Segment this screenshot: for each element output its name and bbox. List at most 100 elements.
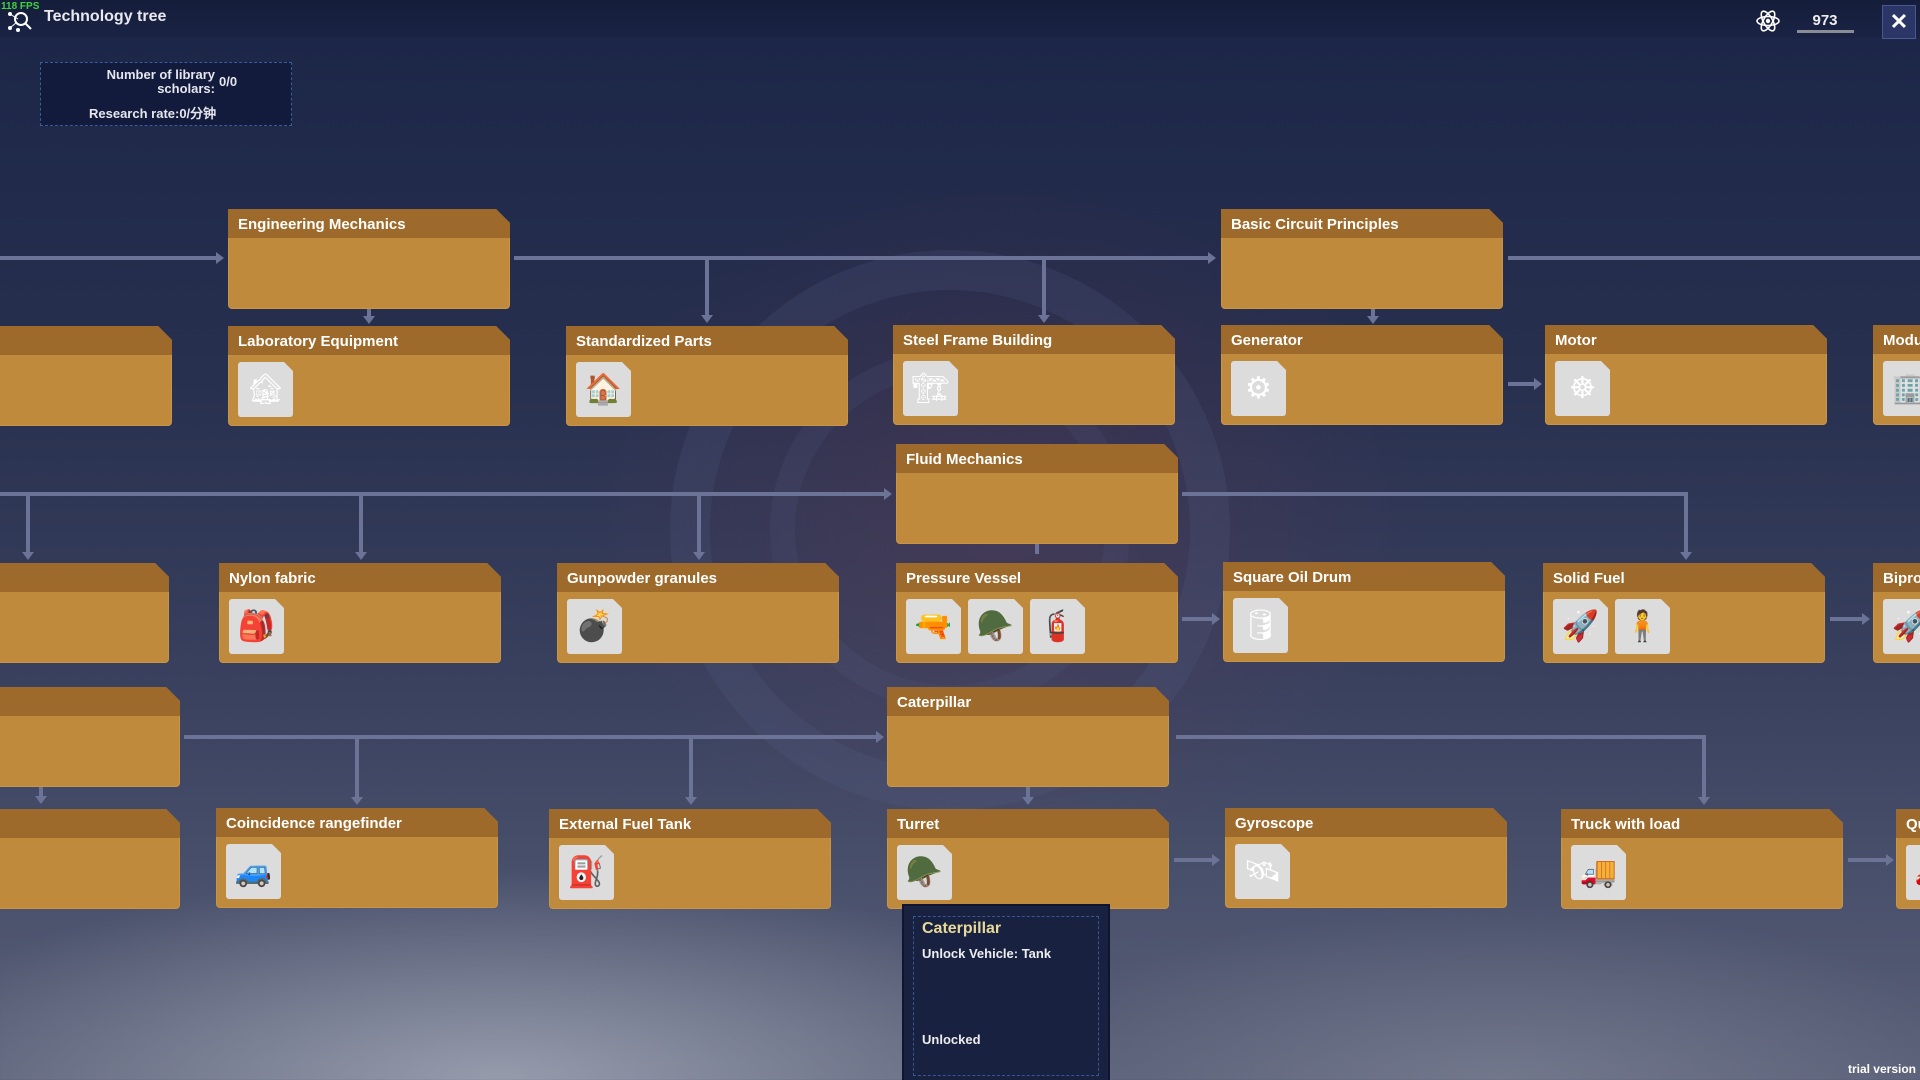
unlock-item-icon[interactable]: 🛰: [1235, 844, 1290, 899]
tech-node-header: [887, 809, 1169, 838]
tech-node-antibiotics[interactable]: tibiotics💉: [0, 563, 169, 663]
unlock-item-icon[interactable]: 🏗: [903, 361, 958, 416]
unlock-item-icon[interactable]: 🎒: [229, 599, 284, 654]
unlock-item-icon[interactable]: 🚙: [226, 844, 281, 899]
tech-node-name: Bipro: [1883, 570, 1920, 587]
unlock-item-icon[interactable]: 🏚: [238, 362, 293, 417]
unlock-item-icon[interactable]: 🧍: [1615, 599, 1670, 654]
connector-arrow: [1534, 378, 1542, 390]
connector: [1508, 382, 1534, 386]
tooltip-title: Caterpillar: [922, 920, 1002, 937]
unlock-item-icon[interactable]: ⚙: [1231, 361, 1286, 416]
tech-node-name: Nylon fabric: [229, 570, 316, 587]
connector-arrow: [1680, 552, 1692, 560]
tech-node-name: Square Oil Drum: [1233, 569, 1352, 586]
unlock-item-icon[interactable]: ⛽: [559, 845, 614, 900]
tech-node-left-row4-partial[interactable]: n: [0, 809, 180, 909]
tech-node-fluid-mechanics[interactable]: Fluid Mechanics: [896, 444, 1178, 544]
tech-node-bipro[interactable]: Bipro 🚀: [1873, 563, 1920, 663]
research-points: 973: [1812, 12, 1838, 29]
connector: [1182, 492, 1688, 496]
tech-node-name: Motor: [1555, 332, 1597, 349]
tech-node-gunpowder-granules[interactable]: Gunpowder granules💣: [557, 563, 839, 663]
tech-node-pressure-vessel[interactable]: Pressure Vessel 🔫🪖🧯: [896, 563, 1178, 663]
unlock-item-icon[interactable]: 🪖: [968, 599, 1023, 654]
tech-node-header: [0, 687, 180, 716]
tech-node-external-fuel-tank[interactable]: External Fuel Tank ⛽: [549, 809, 831, 909]
unlock-icons: 🚙: [226, 844, 281, 899]
connector: [697, 496, 701, 552]
tech-node-standardized-parts[interactable]: Standardized Parts 🏠: [566, 326, 848, 426]
tech-node-left-row3-partial[interactable]: [0, 687, 180, 787]
tech-node-name: External Fuel Tank: [559, 816, 692, 833]
connector-arrow: [701, 315, 713, 323]
tech-node-header: [228, 209, 510, 238]
unlock-item-icon[interactable]: 🚚: [1571, 845, 1626, 900]
connector: [1702, 735, 1706, 797]
tech-node-header: [896, 444, 1178, 473]
tech-node-header: [1223, 562, 1505, 591]
connector: [26, 496, 30, 552]
tech-node-header: [1545, 325, 1827, 354]
unlock-item-icon[interactable]: 🚀: [1553, 599, 1608, 654]
connector-arrow: [1886, 854, 1894, 866]
connector-arrow: [884, 488, 892, 500]
tech-node-generator[interactable]: Generator⚙: [1221, 325, 1503, 425]
tech-node-modu[interactable]: Modu🏢: [1873, 325, 1920, 425]
unlock-item-icon[interactable]: ☸: [1555, 361, 1610, 416]
tech-node-turret[interactable]: Turret🪖: [887, 809, 1169, 909]
tech-node-nylon-fabric[interactable]: Nylon fabric 🎒: [219, 563, 501, 663]
unlock-item-icon[interactable]: 🧯: [1030, 599, 1085, 654]
connector: [1182, 617, 1212, 621]
unlock-icons: 🪖: [897, 845, 952, 900]
connector-arrow: [216, 252, 224, 264]
tech-node-name: Standardized Parts: [576, 333, 712, 350]
close-button[interactable]: ✕: [1882, 5, 1916, 39]
unlock-item-icon[interactable]: 🛢: [1233, 598, 1288, 653]
connector: [1026, 787, 1030, 797]
unlock-item-icon[interactable]: 🔫: [906, 599, 961, 654]
tech-node-truck-with-load[interactable]: Truck with load 🚚: [1561, 809, 1843, 909]
connector: [689, 739, 693, 797]
tech-node-header: [1873, 325, 1920, 354]
tech-node-left-top-partial[interactable]: [0, 326, 172, 426]
tech-node-basic-circuit-principles[interactable]: Basic Circuit Principles: [1221, 209, 1503, 309]
tech-node-solid-fuel[interactable]: Solid Fuel🚀🧍: [1543, 563, 1825, 663]
tech-node-motor[interactable]: Motor ☸: [1545, 325, 1827, 425]
tech-node-gyroscope[interactable]: Gyroscope🛰: [1225, 808, 1507, 908]
tech-node-header: [557, 563, 839, 592]
unlock-item-icon[interactable]: 💣: [567, 599, 622, 654]
unlock-icons: 🚀: [1883, 599, 1920, 654]
tech-node-name: Truck with load: [1571, 816, 1681, 833]
unlock-item-icon[interactable]: 🚀: [1883, 599, 1920, 654]
tech-node-name: Pressure Vessel: [906, 570, 1022, 587]
tech-node-steel-frame-building[interactable]: Steel Frame Building 🏗: [893, 325, 1175, 425]
scholars-label: Number of library scholars:: [106, 67, 215, 96]
tooltip-border: [913, 916, 1099, 1076]
tech-node-header: [887, 687, 1169, 716]
tech-node-name: Fluid Mechanics: [906, 451, 1023, 468]
tech-node-header: [1896, 809, 1920, 838]
connector-arrow: [363, 316, 375, 324]
connector-arrow: [1862, 613, 1870, 625]
unlock-icons: 🛢: [1233, 598, 1288, 653]
unlock-icons: 🏚: [238, 362, 293, 417]
connector: [367, 309, 371, 317]
library-info-panel: Number of library scholars: 0/0 Research…: [40, 62, 292, 126]
tech-node-caterpillar[interactable]: Caterpillar: [887, 687, 1169, 787]
unlock-item-icon[interactable]: 🏠: [576, 362, 631, 417]
tech-node-coincidence-rangefinder[interactable]: Coincidence rangefinder🚙: [216, 808, 498, 908]
unlock-item-icon[interactable]: 🏢: [1883, 361, 1920, 416]
tech-node-name: Steel Frame Building: [903, 332, 1053, 349]
connector: [1035, 544, 1039, 554]
unlock-item-icon[interactable]: 🚗: [1906, 845, 1920, 900]
connector: [514, 256, 1208, 260]
tech-node-square-oil-drum[interactable]: Square Oil Drum 🛢: [1223, 562, 1505, 662]
tech-node-name: Qu: [1906, 816, 1918, 833]
research-points-bar: [1797, 30, 1854, 33]
unlock-item-icon[interactable]: 🪖: [897, 845, 952, 900]
tech-node-header: [1221, 325, 1503, 354]
tech-node-laboratory-equipment[interactable]: Laboratory Equipment🏚: [228, 326, 510, 426]
tech-node-engineering-mechanics[interactable]: Engineering Mechanics: [228, 209, 510, 309]
tech-node-qu[interactable]: Qu 🚗: [1896, 809, 1920, 909]
